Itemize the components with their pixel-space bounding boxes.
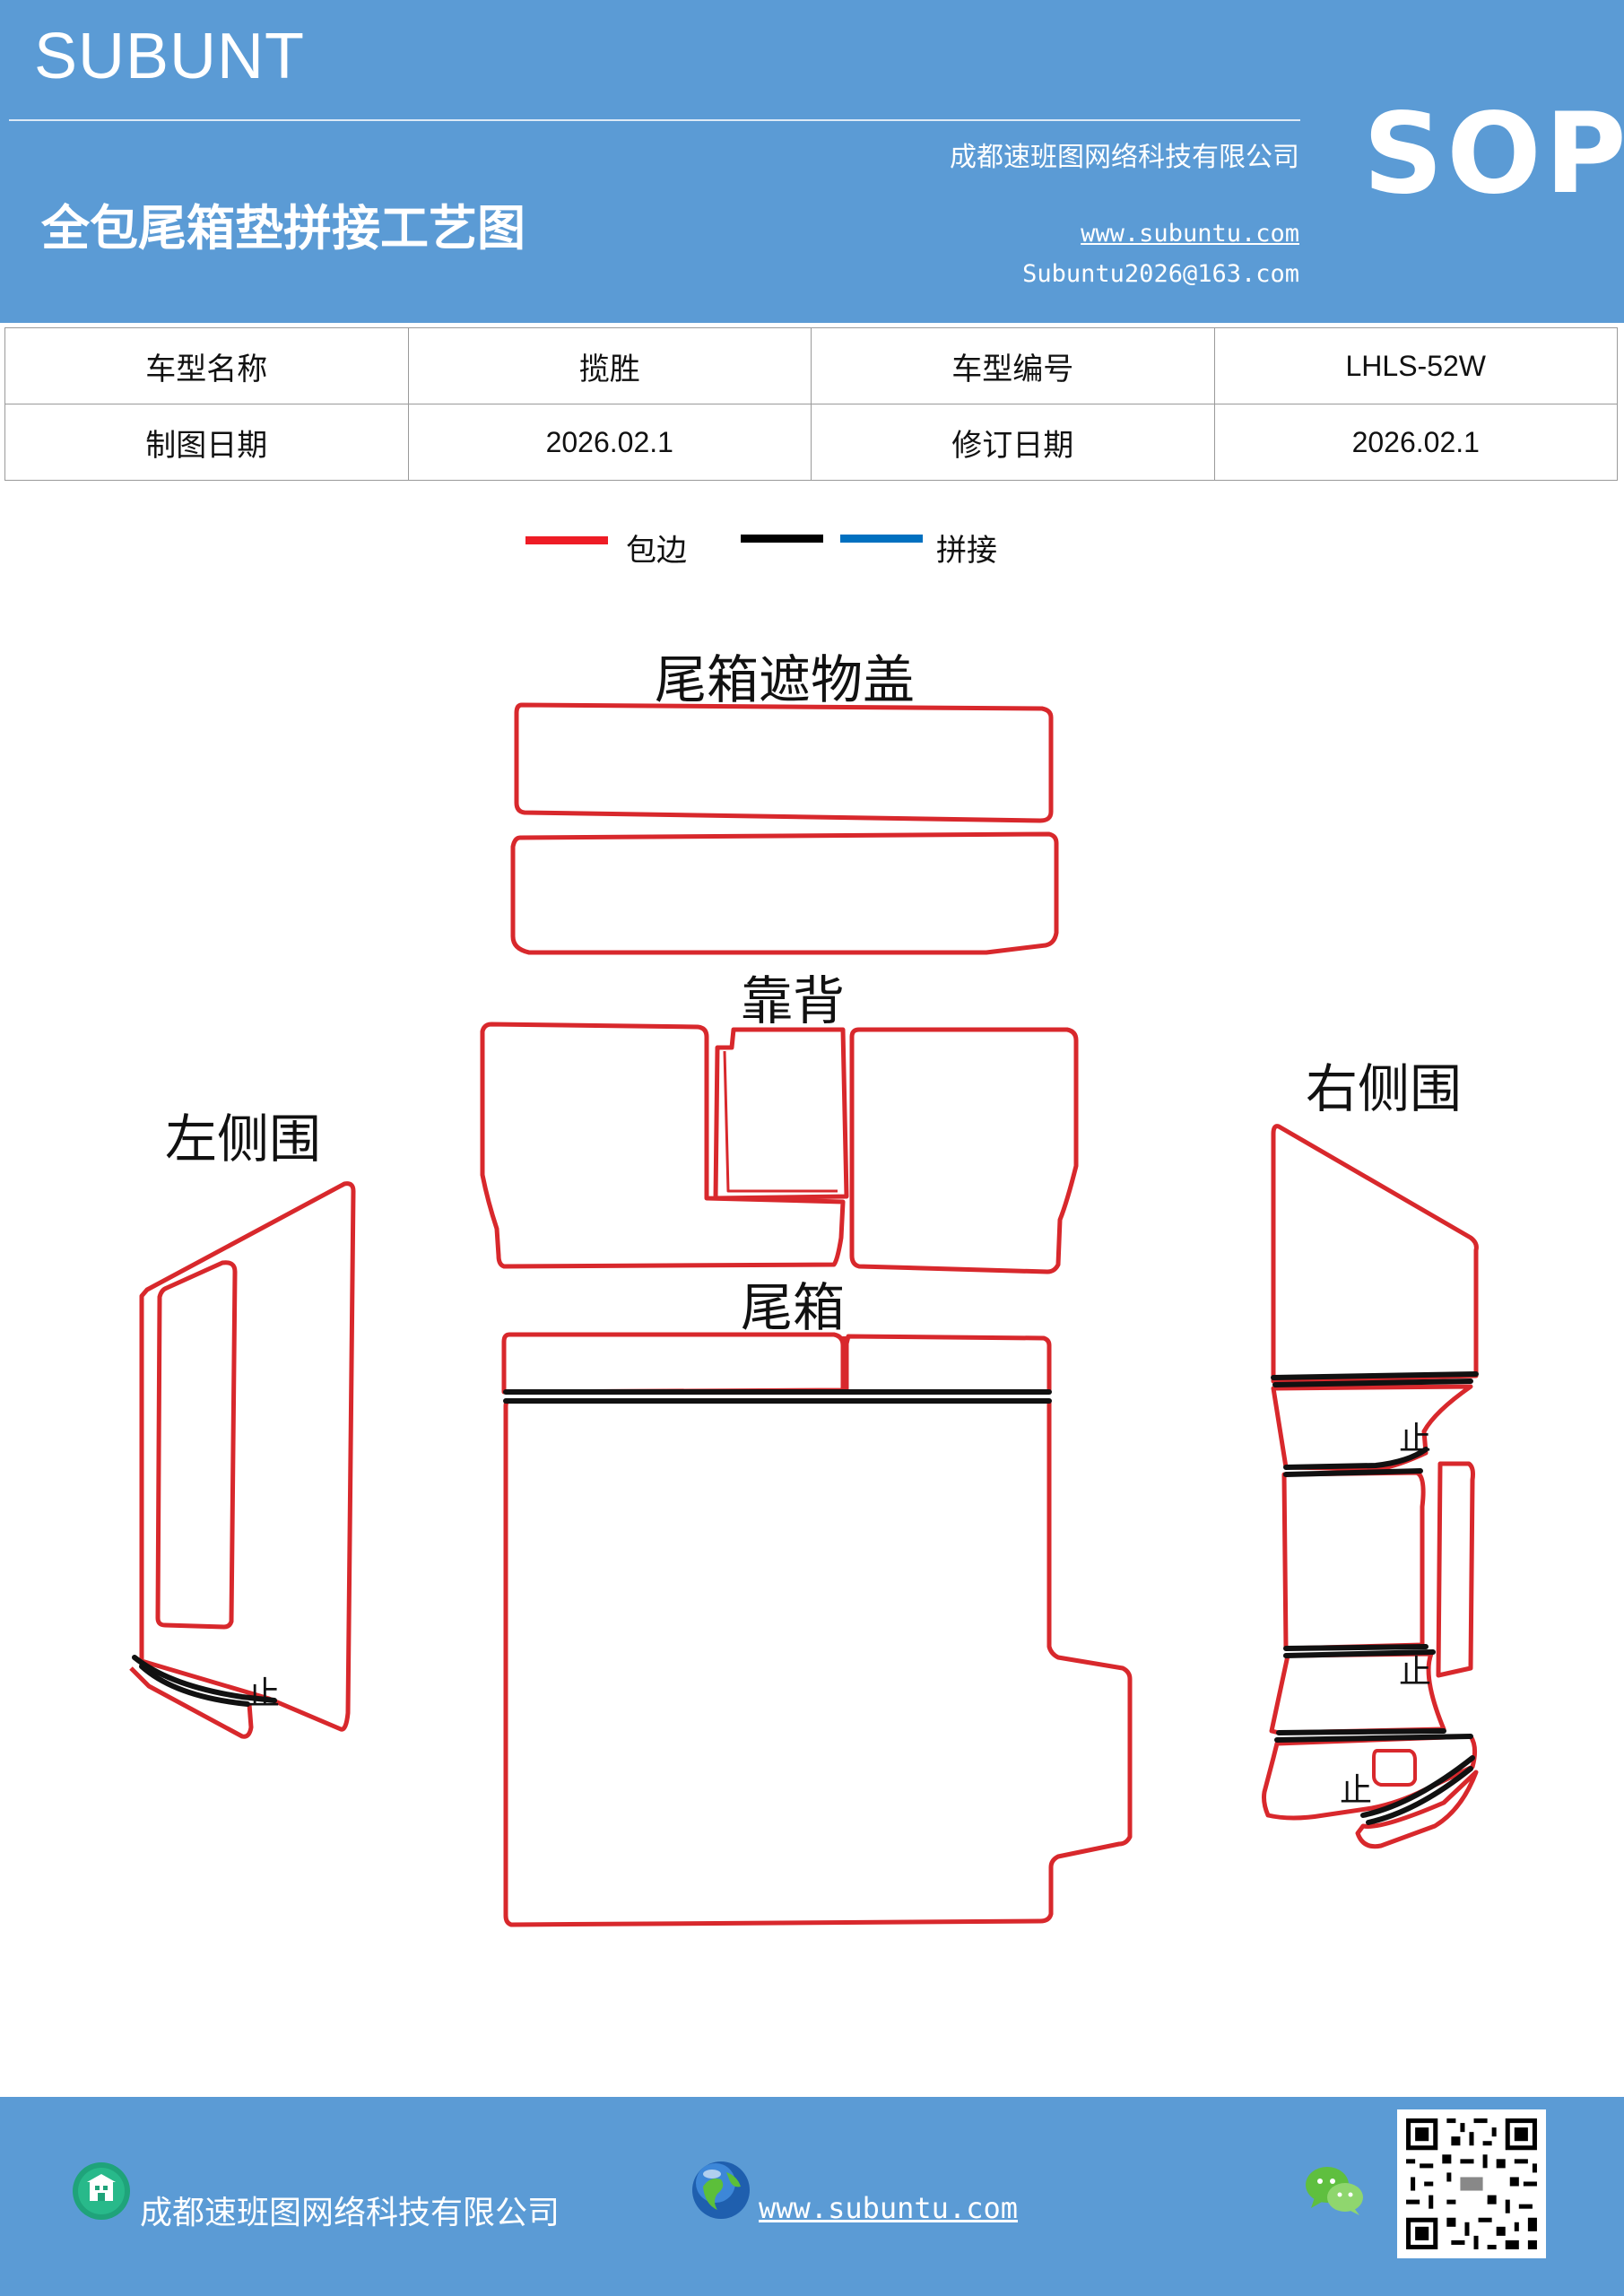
right-seam-8 <box>1274 1734 1473 1743</box>
footer-website-link[interactable]: www.subuntu.com <box>759 2191 1018 2225</box>
right-side-panel <box>1281 1470 1426 1651</box>
backrest-left <box>480 1022 846 1269</box>
label-trunk-cover: 尾箱遮物盖 <box>655 649 915 710</box>
backrest-center-inner <box>723 1050 838 1193</box>
stop-mark-right-3: 止 <box>1340 1772 1372 1809</box>
label-left-side: 左侧围 <box>165 1109 321 1170</box>
label-right-side: 右侧围 <box>1306 1058 1462 1119</box>
model-code-value: LHLS-52W <box>1213 327 1618 404</box>
left-seam-1 <box>132 1655 277 1703</box>
right-side-bottom <box>1262 1734 1478 1821</box>
right-seam-2 <box>1272 1378 1473 1387</box>
cover-panel-top <box>514 702 1054 823</box>
footer-banner: 成都速班图网络科技有限公司 www.subuntu.com <box>0 2097 1624 2296</box>
model-code-label: 车型编号 <box>811 327 1215 404</box>
right-seam-4 <box>1283 1468 1423 1477</box>
trunk-strip-left <box>501 1332 846 1395</box>
backrest-right <box>849 1027 1079 1274</box>
legend-swatch-black <box>741 535 823 543</box>
brand-name: SUBUNT <box>34 21 306 92</box>
draw-date-label: 制图日期 <box>4 404 409 481</box>
model-name-value: 揽胜 <box>407 327 812 404</box>
footer-company: 成都速班图网络科技有限公司 <box>140 2195 560 2231</box>
cover-panel-bottom <box>510 831 1059 955</box>
table-row: 制图日期 2026.02.1 修订日期 2026.02.1 <box>4 404 1618 481</box>
right-seam-9 <box>1366 1766 1473 1825</box>
left-side-outer <box>139 1181 356 1732</box>
trunk-main <box>503 1398 1133 1927</box>
right-side-tab <box>1372 1749 1417 1787</box>
legend-label-edge: 包边 <box>626 533 687 569</box>
right-side-strip <box>1436 1461 1475 1678</box>
right-seam-1 <box>1271 1371 1479 1380</box>
building-icon <box>72 2161 131 2224</box>
right-seam-5 <box>1283 1644 1429 1651</box>
draw-date-value: 2026.02.1 <box>407 404 812 481</box>
right-seam-7 <box>1276 1728 1446 1735</box>
label-trunk: 尾箱 <box>741 1277 845 1338</box>
stop-mark-right-2: 止 <box>1399 1654 1431 1691</box>
stop-mark-left: 止 <box>248 1675 280 1712</box>
right-seam-6 <box>1283 1649 1436 1658</box>
backrest-center <box>713 1027 849 1201</box>
legend-swatch-red <box>525 536 608 544</box>
label-backrest: 靠背 <box>741 970 845 1031</box>
header-company: 成都速班图网络科技有限公司 <box>950 142 1299 173</box>
model-name-label: 车型名称 <box>4 327 409 404</box>
right-side-top <box>1271 1124 1479 1384</box>
left-side-tip <box>129 1666 254 1739</box>
legend-swatch-blue <box>840 535 923 543</box>
mat-diagram: 尾箱遮物盖 靠背 左侧围 右侧围 尾箱 止 止 止 止 <box>0 628 1624 1973</box>
document-title: 全包尾箱垫拼接工艺图 <box>41 199 525 257</box>
table-row: 车型名称 揽胜 车型编号 LHLS-52W <box>4 327 1618 404</box>
left-side-inner <box>155 1260 238 1630</box>
trunk-strip-right <box>844 1334 1052 1395</box>
wechat-icon[interactable] <box>1304 2163 1365 2221</box>
qr-code[interactable] <box>1397 2109 1546 2258</box>
revision-date-value: 2026.02.1 <box>1213 404 1618 481</box>
vehicle-info-table: 车型名称 揽胜 车型编号 LHLS-52W 制图日期 2026.02.1 修订日… <box>4 327 1618 481</box>
legend-label-seam: 拼接 <box>936 533 997 569</box>
globe-icon <box>690 2160 751 2224</box>
header-divider <box>9 119 1300 121</box>
right-side-tip <box>1355 1770 1479 1849</box>
header-email[interactable]: Subuntu2026@163.com <box>1022 260 1299 288</box>
revision-date-label: 修订日期 <box>811 404 1215 481</box>
header-website-link[interactable]: www.subuntu.com <box>1081 220 1299 248</box>
left-seam-2 <box>139 1664 250 1707</box>
right-side-mid <box>1271 1384 1473 1472</box>
right-seam-3 <box>1283 1447 1429 1470</box>
stop-mark-right-1: 止 <box>1399 1421 1431 1457</box>
right-seam-10 <box>1360 1755 1475 1818</box>
header-banner: SUBUNT 成都速班图网络科技有限公司 全包尾箱垫拼接工艺图 www.subu… <box>0 0 1624 323</box>
sop-badge: SOP <box>1363 90 1624 219</box>
